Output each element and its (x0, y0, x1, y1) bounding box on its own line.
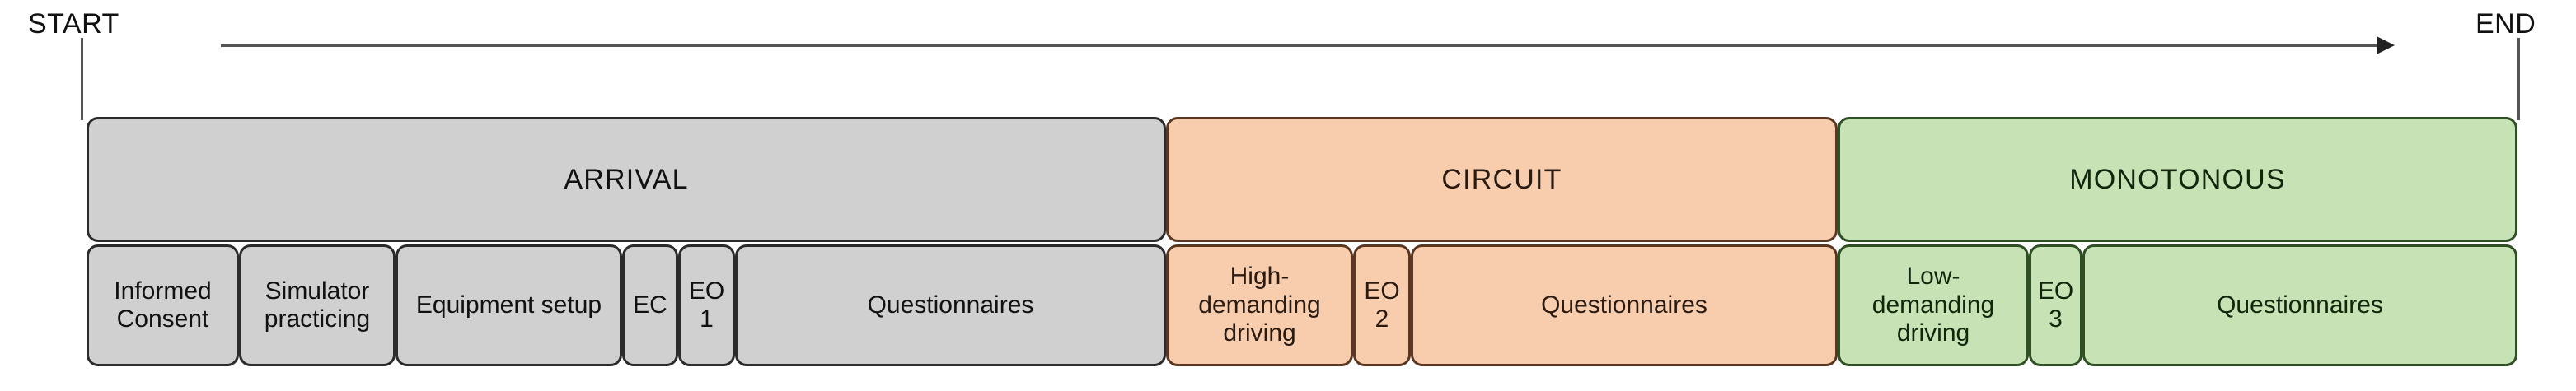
step-box: Equipment setup (396, 244, 622, 366)
step-label: Simulator practicing (264, 277, 371, 333)
phase-header-monotonous: MONOTONOUS (1838, 117, 2517, 242)
end-tick-mark (2517, 38, 2520, 120)
step-label: Informed Consent (114, 277, 212, 333)
step-box: Questionnaires (2082, 244, 2517, 366)
phase-header-arrival: ARRIVAL (87, 117, 1166, 242)
phase-title: CIRCUIT (1441, 163, 1562, 195)
step-label: EO 2 (1364, 277, 1400, 333)
step-box: Simulator practicing (239, 244, 396, 366)
timeline-arrow-line (221, 44, 2380, 47)
phase-title: ARRIVAL (564, 163, 689, 195)
end-label: END (2475, 8, 2536, 40)
step-label: Questionnaires (2217, 291, 2383, 319)
step-box: EO 2 (1353, 244, 1411, 366)
step-box: EC (622, 244, 678, 366)
step-box: High-demanding driving (1166, 244, 1353, 366)
timeline-arrow-head-icon (2377, 36, 2395, 54)
phase-title: MONOTONOUS (2069, 163, 2286, 195)
step-label: Low-demanding driving (1871, 263, 1995, 347)
step-label: EO 1 (688, 277, 725, 333)
step-label: Questionnaires (867, 291, 1034, 319)
step-box: EO 3 (2029, 244, 2082, 366)
step-label: High-demanding driving (1198, 263, 1321, 347)
step-label: Equipment setup (415, 291, 602, 319)
step-box: EO 1 (678, 244, 735, 366)
phase-header-circuit: CIRCUIT (1166, 117, 1838, 242)
step-box: Low-demanding driving (1838, 244, 2029, 366)
step-label: EO 3 (2037, 277, 2074, 333)
step-label: EC (633, 291, 667, 319)
start-tick-mark (81, 38, 83, 120)
start-label: START (28, 8, 119, 40)
step-label: Questionnaires (1541, 291, 1707, 319)
step-box: Informed Consent (87, 244, 239, 366)
step-box: Questionnaires (1411, 244, 1838, 366)
step-box: Questionnaires (735, 244, 1166, 366)
